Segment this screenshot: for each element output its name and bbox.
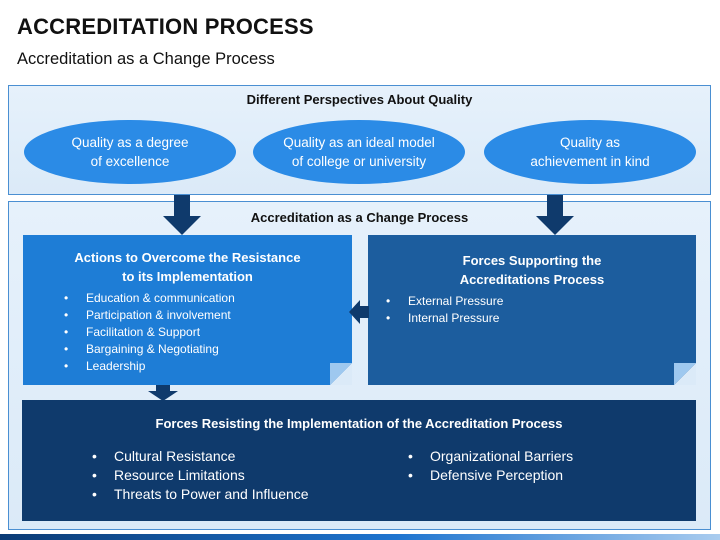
list-item: Resource Limitations [90,466,309,485]
resisting-list-right: Organizational Barriers Defensive Percep… [406,447,573,485]
list-item: Facilitation & Support [62,324,235,341]
oval-text-line: Quality as a degree [71,135,189,150]
perspectives-heading: Different Perspectives About Quality [246,92,473,107]
actions-heading-line: to its Implementation [122,269,253,284]
oval-text-line: of excellence [90,154,170,169]
list-item: Threats to Power and Influence [90,485,309,504]
bottom-stripe [0,534,720,540]
down-arrow-icon [148,385,178,401]
actions-heading: Actions to Overcome the Resistance to it… [23,248,352,286]
down-arrow-icon [163,195,201,235]
supporting-heading-line: Accreditations Process [459,272,605,287]
quality-oval-excellence: Quality as a degree of excellence [24,120,236,184]
oval-text-line: Quality as [559,135,621,150]
list-item: Defensive Perception [406,466,573,485]
supporting-box: Forces Supporting the Accreditations Pro… [368,235,696,385]
list-item: Leadership [62,358,235,375]
resisting-box: Forces Resisting the Implementation of t… [22,400,696,521]
change-process-heading: Accreditation as a Change Process [250,210,469,225]
list-item: External Pressure [384,293,503,310]
list-item: Education & communication [62,290,235,307]
list-item: Cultural Resistance [90,447,309,466]
actions-box: Actions to Overcome the Resistance to it… [23,235,352,385]
page-subtitle: Accreditation as a Change Process [17,50,275,68]
supporting-list: External Pressure Internal Pressure [384,293,503,327]
list-item: Participation & involvement [62,307,235,324]
resisting-list-left: Cultural Resistance Resource Limitations… [90,447,309,504]
oval-text-line: Quality as an ideal model [283,135,435,150]
actions-heading-line: Actions to Overcome the Resistance [74,250,301,265]
supporting-heading-line: Forces Supporting the [462,253,602,268]
oval-text-line: of college or university [291,154,427,169]
down-arrow-icon [536,195,574,235]
resisting-heading: Forces Resisting the Implementation of t… [155,416,563,431]
quality-oval-ideal-model: Quality as an ideal model of college or … [253,120,465,184]
list-item: Bargaining & Negotiating [62,341,235,358]
list-item: Organizational Barriers [406,447,573,466]
list-item: Internal Pressure [384,310,503,327]
oval-text-line: achievement in kind [530,154,650,169]
left-arrow-icon [349,300,369,324]
quality-oval-achievement: Quality as achievement in kind [484,120,696,184]
supporting-heading: Forces Supporting the Accreditations Pro… [368,251,696,289]
page-title: ACCREDITATION PROCESS [17,14,314,39]
actions-list: Education & communication Participation … [62,290,235,375]
